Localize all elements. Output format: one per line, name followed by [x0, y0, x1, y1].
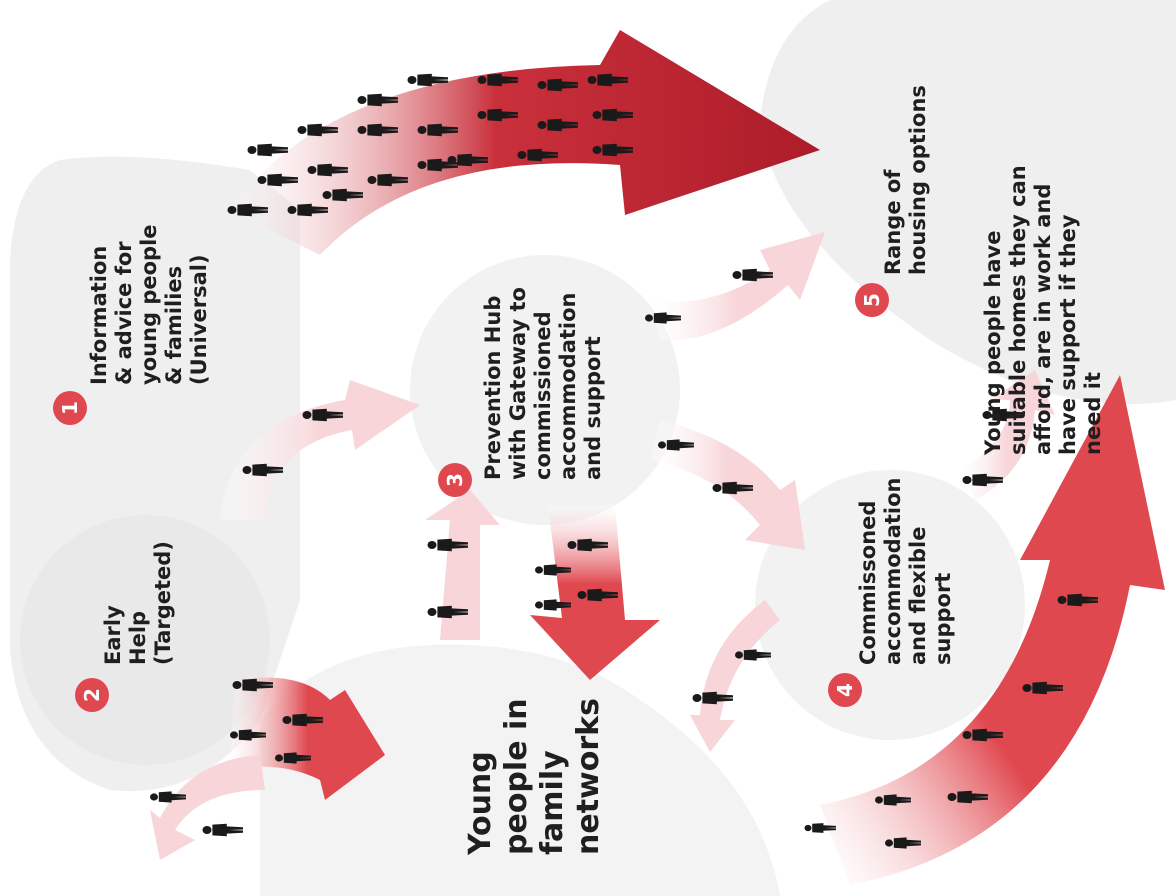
stage-5-line: Range of: [881, 169, 905, 275]
outcome-line: afford, are in work and: [1031, 184, 1055, 455]
stage-1-line: & advice for: [112, 241, 136, 385]
stage-2-line: Early: [101, 605, 125, 665]
stage-2-text: Early Help (Targeted): [101, 541, 175, 665]
family-networks-bubble: [260, 644, 780, 896]
stage-4-line: and flexible: [906, 527, 930, 666]
commissioned-to-networks-arrow: [690, 600, 780, 752]
stage-2-number: 2: [80, 688, 104, 702]
universal-to-housing-arrow: [230, 30, 820, 255]
stage-2-line: Help: [126, 611, 150, 665]
person-silhouette-icon: [247, 143, 288, 157]
stage-3-line: Prevention Hub: [481, 296, 505, 480]
person-silhouette-icon: [692, 691, 733, 705]
stage-3-text: Prevention Hub with Gateway to commissio…: [481, 280, 605, 480]
centre-line: people in: [499, 698, 534, 855]
hub-to-housing-arrow: [650, 232, 825, 341]
housing-options-bubble: [760, 0, 1176, 404]
stage-1-label: 1 Information & advice for young people …: [53, 217, 211, 425]
prevention-hub-bubble: [410, 255, 680, 525]
stage-4-label: 4 Commissoned accommodation and flexible…: [828, 470, 955, 707]
outcome-line: suitable homes they can: [1006, 165, 1030, 455]
stage-1-badge: [53, 391, 87, 425]
stage-4-line: support: [931, 573, 955, 665]
outcome-label: Young people have suitable homes they ca…: [981, 158, 1105, 456]
stage-3-line: commissioned: [531, 311, 555, 480]
stage-4-number: 4: [833, 683, 857, 697]
stage-1-line: (Universal): [187, 254, 211, 385]
centre-line: networks: [571, 698, 606, 855]
stage-1-line: & families: [162, 266, 186, 385]
stage-2-badge: [75, 678, 109, 712]
person-silhouette-icon: [202, 823, 243, 837]
networks-to-hub-arrow: [425, 490, 500, 640]
networks-to-early-help-arrow: [150, 755, 265, 860]
stage-1-text: Information & advice for young people & …: [87, 217, 211, 385]
stage-1-number: 1: [58, 401, 82, 415]
stage-4-line: Commissoned: [856, 501, 880, 665]
stage-3-badge: [438, 463, 472, 497]
centre-line: Young: [463, 751, 498, 856]
stage-4-line: accommodation: [881, 477, 905, 665]
centre-label: Young people in family networks: [463, 688, 606, 856]
background-bubbles: [10, 0, 1176, 896]
stage-1-line: Information: [87, 246, 111, 385]
stage-5-text: Range of housing options: [881, 85, 930, 275]
early-help-to-networks-arrow: [230, 677, 385, 800]
stage-3-line: with Gateway to: [506, 287, 530, 480]
stage-3-number: 3: [443, 473, 467, 487]
commissioned-bubble: [755, 470, 1025, 740]
stage-3-line: and support: [581, 336, 605, 480]
stage-2-label: 2 Early Help (Targeted): [75, 541, 175, 712]
outcome-line: Young people have: [981, 231, 1005, 457]
centre-text: Young people in family networks: [463, 688, 606, 856]
outcome-line: need it: [1081, 372, 1105, 455]
commissioned-to-housing-arrow: [960, 370, 1055, 500]
stage-1-line: young people: [137, 224, 161, 385]
stage-5-number: 5: [860, 293, 884, 307]
outcome-text: Young people have suitable homes they ca…: [981, 158, 1105, 456]
stage-4-text: Commissoned accommodation and flexible s…: [856, 470, 955, 665]
stage-4-badge: [828, 673, 862, 707]
centre-line: family: [535, 750, 570, 855]
stage-5-badge: [855, 283, 889, 317]
stage-5-line: housing options: [906, 85, 930, 275]
stage-2-line: (Targeted): [151, 541, 175, 665]
stage-3-line: accommodation: [556, 292, 580, 480]
networks-to-housing-arrow: [820, 375, 1165, 885]
stage-3-label: 3 Prevention Hub with Gateway to commiss…: [438, 280, 605, 497]
early-help-to-hub-arrow: [220, 380, 420, 520]
outcome-line: have support if they: [1056, 214, 1080, 455]
stage-5-label: 5 Range of housing options: [855, 85, 930, 317]
